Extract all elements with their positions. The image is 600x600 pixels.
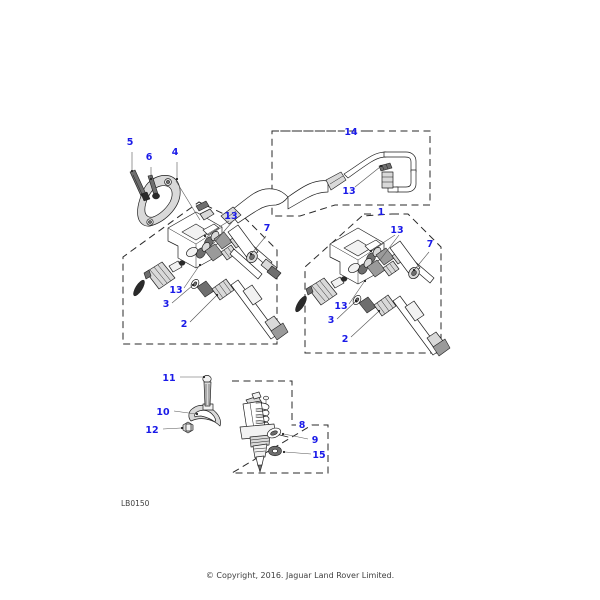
callout-7b: 7	[427, 239, 434, 250]
part-4-mounting-bracket	[137, 175, 181, 227]
callout-3b: 3	[328, 315, 335, 326]
group-box-8	[230, 380, 329, 474]
part-7-pressure-sensor-right	[389, 240, 421, 280]
callout-9: 9	[312, 435, 319, 446]
callout-2a: 2	[181, 319, 188, 330]
callout-15: 15	[312, 450, 325, 461]
callout-13c: 13	[342, 186, 355, 197]
callout-5: 5	[127, 137, 134, 148]
group-box-14	[271, 130, 431, 217]
part-7-pressure-sensor-left	[227, 224, 259, 264]
group-box-1-right	[304, 213, 442, 354]
assembly-left-fuel-rail	[133, 200, 289, 341]
part-8-fuel-injector	[239, 391, 289, 473]
part-3-sealing-washer-left	[190, 279, 200, 289]
part-5-bolt-long	[129, 169, 151, 202]
part-14-fuel-hose	[220, 151, 417, 225]
left-union-mid	[204, 243, 263, 280]
leader-lines	[130, 152, 430, 455]
right-filter-cartridge	[295, 276, 348, 313]
callout-1: 1	[378, 207, 385, 218]
callout-11: 11	[162, 373, 175, 384]
part-15-o-ring	[268, 445, 282, 457]
group-box-1-left	[122, 201, 278, 345]
callout-7a: 7	[264, 223, 271, 234]
callout-8: 8	[299, 420, 306, 431]
copyright-notice: © Copyright, 2016. Jaguar Land Rover Lim…	[206, 571, 394, 580]
callout-10: 10	[156, 407, 170, 418]
part-11-clamp-bolt	[202, 375, 212, 407]
callout-2b: 2	[342, 334, 349, 345]
right-rail-ports	[358, 247, 382, 275]
part-9-injector-seal	[266, 427, 282, 439]
callout-13d: 13	[390, 225, 403, 236]
right-union-mid	[366, 259, 400, 278]
left-filter-cartridge	[133, 260, 186, 297]
callout-13b: 13	[169, 285, 182, 296]
callout-3a: 3	[163, 299, 170, 310]
drawing-number: LB0150	[121, 499, 150, 508]
callout-14: 14	[344, 127, 358, 138]
part-2-union-right	[358, 294, 451, 357]
part-10-injector-clamp	[188, 403, 221, 427]
callout-13a: 13	[224, 211, 237, 222]
part-6-bolt-short	[147, 174, 160, 200]
part-2-union-left	[196, 278, 289, 341]
callout-12: 12	[145, 425, 158, 436]
assembly-right-fuel-rail	[295, 227, 451, 357]
part-12-dowel	[182, 421, 194, 434]
callout-13e: 13	[334, 301, 347, 312]
callout-labels: 1 2 2 3 3 4 5 6 7 7 8 9 10 11 12 13 13 1…	[127, 127, 434, 461]
left-rail-ports	[196, 231, 220, 259]
callout-6: 6	[146, 152, 153, 163]
callout-4: 4	[172, 147, 179, 158]
